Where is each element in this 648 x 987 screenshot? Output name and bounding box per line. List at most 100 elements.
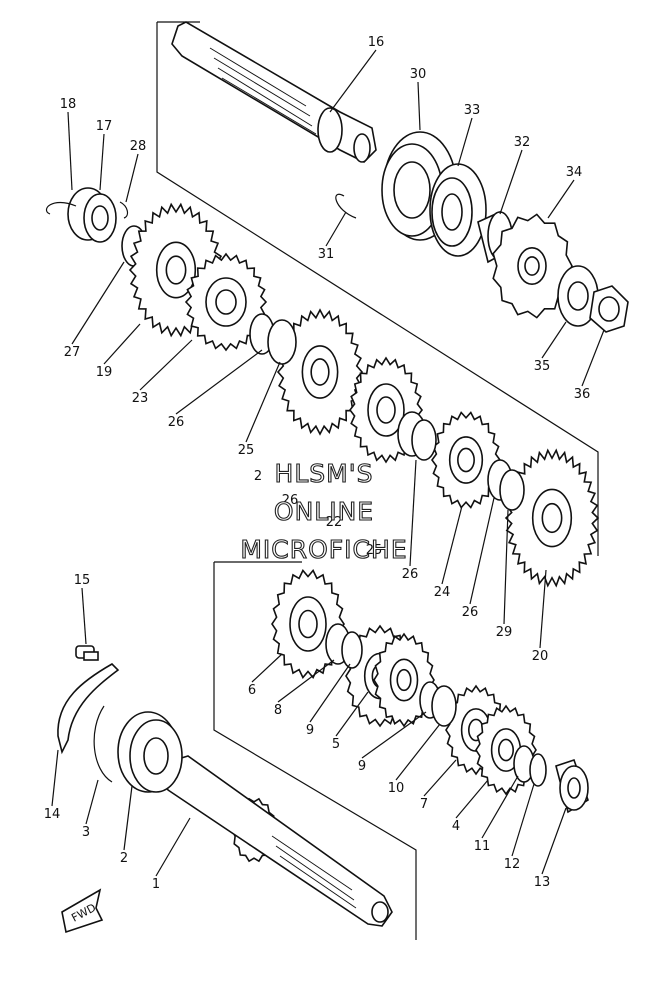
lower-shaft-group-outline xyxy=(213,561,417,940)
leader-line-20 xyxy=(539,569,547,649)
part-label-19: 19 xyxy=(96,365,113,380)
leader-line-19 xyxy=(103,323,141,365)
leader-line-34 xyxy=(547,179,575,219)
leader-line-26d xyxy=(469,497,495,605)
leader-line-24 xyxy=(441,505,463,585)
part-label-2: 2 xyxy=(120,851,128,866)
part-label-29: 29 xyxy=(496,625,513,640)
leader-line-35 xyxy=(541,321,567,359)
part-label-24: 24 xyxy=(434,585,451,600)
needle-bearing-13 xyxy=(555,758,589,814)
part-label-26d: 26 xyxy=(462,605,479,620)
upper-shaft-group-outline xyxy=(156,21,599,556)
gear-23 xyxy=(184,252,268,352)
part-label-36: 36 xyxy=(574,387,591,402)
oil-seal xyxy=(429,163,487,257)
part-label-8: 8 xyxy=(274,703,282,718)
leader-line-32 xyxy=(499,149,523,215)
washer-10 xyxy=(431,685,457,727)
left-bearing xyxy=(67,187,117,243)
leader-line-16 xyxy=(329,49,377,113)
part-label-26b: 26 xyxy=(282,493,299,508)
watermark-line-3: MICROFICHE xyxy=(240,535,407,564)
part-label-9a: 9 xyxy=(306,723,314,738)
part-label-26a: 26 xyxy=(168,415,185,430)
part-label-34: 34 xyxy=(566,165,583,180)
part-label-7: 7 xyxy=(420,797,428,812)
leader-line-8 xyxy=(277,659,335,703)
leader-line-10 xyxy=(395,723,441,781)
part-label-12: 12 xyxy=(504,857,521,872)
circlip-28 xyxy=(119,201,129,219)
watermark: HLSM'S ONLINE MICROFICHE xyxy=(240,458,407,564)
part-label-3: 3 xyxy=(82,825,90,840)
part-label-25b: 25 xyxy=(366,543,383,558)
leader-line-30 xyxy=(417,81,421,131)
leader-line-5 xyxy=(335,691,369,737)
gear-set xyxy=(128,202,600,863)
washer-26-mid xyxy=(411,419,437,461)
leader-line-1 xyxy=(155,817,191,877)
part-label-14: 14 xyxy=(44,807,61,822)
part-label-4: 4 xyxy=(452,819,460,834)
leader-line-9a xyxy=(309,663,351,723)
part-label-35: 35 xyxy=(534,359,551,374)
leader-line-9b xyxy=(361,711,427,759)
gear-5b xyxy=(373,632,435,728)
gear-22 xyxy=(276,308,364,436)
drive-axle-shaft xyxy=(159,755,393,927)
main-axle-shaft xyxy=(171,21,377,163)
leader-line-7 xyxy=(423,759,457,797)
watermark-line-2: ONLINE xyxy=(274,497,374,526)
part-label-5: 5 xyxy=(332,737,340,752)
part-label-20: 20 xyxy=(532,649,549,664)
leader-line-33 xyxy=(457,117,473,167)
leader-line-6 xyxy=(251,653,283,683)
bearing-stopper-plate xyxy=(57,663,120,755)
leader-line-36 xyxy=(581,329,605,387)
circlip-3 xyxy=(93,705,113,783)
gear-24 xyxy=(431,411,501,509)
part-label-9b: 9 xyxy=(358,759,366,774)
circlip-9a xyxy=(341,631,363,669)
part-label-31: 31 xyxy=(318,247,335,262)
sprocket-teeth xyxy=(492,213,573,319)
leader-line-12 xyxy=(511,783,535,857)
leader-line-14 xyxy=(51,749,59,807)
part-label-28: 28 xyxy=(130,139,147,154)
circlip-12 xyxy=(529,753,547,787)
leader-line-26c xyxy=(409,459,417,567)
leader-line-13 xyxy=(541,807,567,875)
leader-line-26a xyxy=(175,349,263,415)
washer-25-upper xyxy=(267,319,297,365)
drive-sprocket xyxy=(492,213,573,319)
leader-line-11 xyxy=(481,775,519,839)
leader-line-25a xyxy=(245,361,281,443)
drive-axle-bearing xyxy=(117,711,183,793)
part-label-23: 23 xyxy=(132,391,149,406)
leader-line-2 xyxy=(123,785,133,851)
leader-line-17 xyxy=(99,133,105,191)
part-label-33: 33 xyxy=(464,103,481,118)
part-label-10: 10 xyxy=(388,781,405,796)
leader-line-31 xyxy=(325,211,347,247)
circlip-18 xyxy=(45,201,77,215)
part-label-27: 27 xyxy=(64,345,81,360)
leader-line-18 xyxy=(67,111,73,191)
part-label-11: 11 xyxy=(474,839,491,854)
part-label-6: 6 xyxy=(248,683,256,698)
watermark-line-1: HLSM'S xyxy=(275,459,374,488)
washer-29 xyxy=(499,469,525,511)
part-label-13: 13 xyxy=(534,875,551,890)
part-label-1: 1 xyxy=(152,877,160,892)
part-label-2x: 2 xyxy=(254,469,262,484)
leader-line-29 xyxy=(503,509,509,625)
circlip xyxy=(335,193,357,219)
forward-direction-arrow: FWD xyxy=(61,888,104,934)
part-label-18: 18 xyxy=(60,97,77,112)
leader-line-3 xyxy=(85,779,99,825)
part-label-30: 30 xyxy=(410,67,427,82)
part-label-32: 32 xyxy=(514,135,531,150)
